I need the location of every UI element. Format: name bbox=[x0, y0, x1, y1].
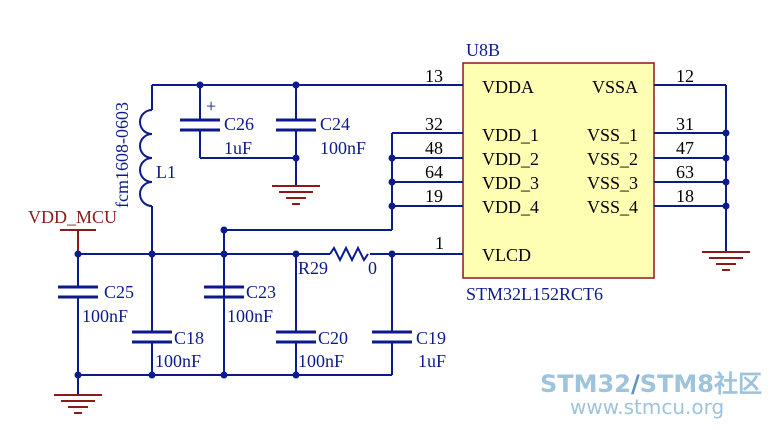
c23-ref: C23 bbox=[246, 282, 276, 302]
pin-name-vdda: VDDA bbox=[482, 77, 534, 97]
ic-ref: U8B bbox=[466, 40, 500, 60]
vdd-mcu-power-port bbox=[60, 229, 96, 254]
pin-name-vss2: VSS_2 bbox=[587, 149, 638, 169]
c26-polarity-mark: + bbox=[206, 96, 216, 116]
c19-value: 1uF bbox=[418, 351, 446, 371]
ground-icon bbox=[54, 394, 102, 414]
pin-num-31: 31 bbox=[676, 114, 694, 134]
c19-ref: C19 bbox=[416, 328, 446, 348]
l1-ref: L1 bbox=[156, 162, 176, 182]
pin-num-64: 64 bbox=[425, 162, 443, 182]
resistor-r29[interactable] bbox=[329, 245, 369, 263]
pin-num-32: 32 bbox=[425, 114, 443, 134]
pin-name-vss3: VSS_3 bbox=[587, 173, 638, 193]
pin-num-13: 13 bbox=[425, 66, 443, 86]
net-label-vdd-mcu: VDD_MCU bbox=[28, 207, 117, 227]
cap-c20[interactable] bbox=[276, 254, 316, 375]
r29-ref: R29 bbox=[298, 258, 328, 278]
junction-dots bbox=[74, 81, 730, 379]
pin-name-vssa: VSSA bbox=[592, 77, 638, 97]
c26-ref: C26 bbox=[224, 114, 254, 134]
c25-ref: C25 bbox=[104, 282, 134, 302]
cap-c19[interactable] bbox=[372, 254, 412, 375]
pin-num-12: 12 bbox=[676, 66, 694, 86]
pin-name-vdd1: VDD_1 bbox=[482, 125, 539, 145]
left-pin-wires bbox=[152, 84, 463, 255]
ground-icon bbox=[702, 251, 750, 271]
pin-name-vdd4: VDD_4 bbox=[482, 197, 539, 217]
c26-value: 1uF bbox=[224, 138, 252, 158]
c20-value: 100nF bbox=[298, 351, 344, 371]
pin-num-47: 47 bbox=[676, 138, 694, 158]
pin-name-vlcd: VLCD bbox=[482, 245, 531, 265]
pin-num-1: 1 bbox=[435, 233, 444, 253]
watermark-title: STM32/STM8社区 bbox=[540, 370, 762, 398]
cap-c25[interactable] bbox=[58, 254, 98, 395]
pin-num-18: 18 bbox=[676, 186, 694, 206]
pin-num-63: 63 bbox=[676, 162, 694, 182]
cap-c18[interactable] bbox=[132, 254, 172, 375]
inductor-l1[interactable] bbox=[139, 85, 153, 254]
l1-value: fcm1608-0603 bbox=[112, 102, 132, 208]
c18-ref: C18 bbox=[174, 328, 204, 348]
ic-part: STM32L152RCT6 bbox=[466, 284, 603, 304]
c20-ref: C20 bbox=[318, 328, 348, 348]
pin-name-vdd3: VDD_3 bbox=[482, 173, 539, 193]
cap-c26[interactable] bbox=[180, 85, 220, 158]
pin-name-vdd2: VDD_2 bbox=[482, 149, 539, 169]
pin-num-48: 48 bbox=[425, 138, 443, 158]
cap-c24[interactable] bbox=[276, 85, 316, 182]
c23-value: 100nF bbox=[227, 306, 273, 326]
pin-name-vss1: VSS_1 bbox=[587, 125, 638, 145]
c24-ref: C24 bbox=[320, 114, 350, 134]
cap-c23[interactable] bbox=[204, 254, 244, 299]
r29-value: 0 bbox=[368, 258, 377, 278]
pin-name-vss4: VSS_4 bbox=[587, 197, 638, 217]
right-pin-wires bbox=[654, 84, 727, 252]
c18-value: 100nF bbox=[155, 351, 201, 371]
ic-body[interactable] bbox=[462, 62, 655, 279]
c24-value: 100nF bbox=[320, 138, 366, 158]
c25-value: 100nF bbox=[82, 306, 128, 326]
pin-num-19: 19 bbox=[425, 186, 443, 206]
watermark-url: www.stmcu.org bbox=[570, 395, 724, 419]
ground-icon bbox=[272, 182, 320, 205]
